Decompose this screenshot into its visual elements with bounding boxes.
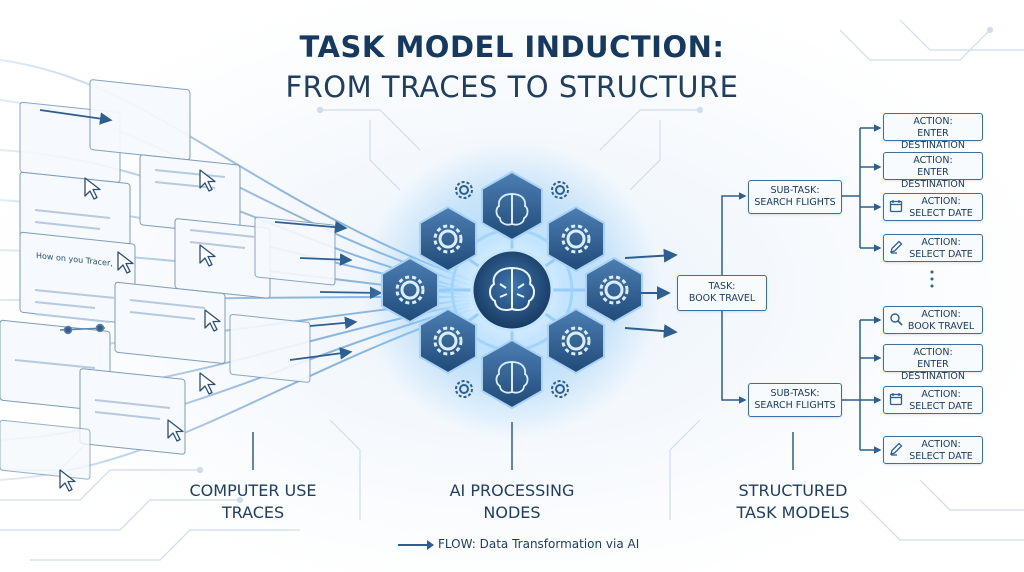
action-node-line2: SELECT DATE — [909, 401, 973, 412]
gear-icons — [395, 224, 629, 356]
action-node: ACTION: ENTER DESTINATION — [883, 113, 983, 151]
action-node-line1: ACTION: — [913, 155, 953, 166]
title-line-2: FROM TRACES TO STRUCTURE — [285, 70, 739, 104]
action-node: ACTION: ENTER DESTINATION — [883, 344, 983, 382]
action-node-line2: SELECT DATE — [909, 249, 973, 260]
screen-lines — [14, 169, 256, 420]
action-node-line1: ACTION: — [913, 347, 953, 358]
subtask-node-line1: SUB-TASK: — [770, 388, 820, 399]
action-node-line1: ACTION: — [921, 389, 961, 400]
brain-icons — [495, 193, 529, 394]
action-node-line2: SELECT DATE — [909, 208, 973, 219]
pencil-icon — [890, 240, 903, 254]
action-node-line1: ACTION: — [921, 439, 961, 450]
action-node-line2: ENTER DESTINATION — [900, 359, 965, 382]
calendar-icon — [889, 393, 903, 406]
subtask-node-line2: SEARCH FLIGHTS — [754, 197, 836, 208]
subtask-node: SUB-TASK: SEARCH FLIGHTS — [748, 383, 842, 417]
small-gear-icons — [455, 181, 569, 398]
caption-traces: COMPUTER USE TRACES — [173, 480, 333, 524]
flow-arrow-icon — [398, 539, 434, 550]
action-node-line1: ACTION: — [921, 196, 961, 207]
ellipsis-dots — [930, 270, 934, 288]
caption-nodes: AI PROCESSING NODES — [432, 480, 592, 524]
tree-connectors — [721, 124, 882, 454]
calendar-icon — [889, 200, 903, 213]
action-node-line2: BOOK TRAVEL — [907, 321, 975, 332]
action-node-line2: ENTER DESTINATION — [900, 167, 965, 190]
timeline — [59, 323, 106, 335]
flow-legend-text: FLOW: Data Transformation via AI — [438, 537, 640, 551]
caption-models-line2: TASK MODELS — [736, 503, 850, 522]
action-node: ACTION: BOOK TRAVEL — [883, 306, 983, 334]
caption-traces-line2: TRACES — [221, 503, 285, 522]
caption-nodes-line2: NODES — [483, 503, 541, 522]
subtask-node-line2: SEARCH FLIGHTS — [754, 400, 836, 411]
action-node: ACTION: SELECT DATE — [883, 386, 983, 414]
task-node-line1: TASK: — [708, 281, 736, 292]
action-node: ACTION: ENTER DESTINATION — [883, 152, 983, 190]
action-node-line1: ACTION: — [921, 309, 961, 320]
title-line-1: TASK MODEL INDUCTION: — [299, 30, 725, 64]
flow-legend: FLOW: Data Transformation via AI — [398, 537, 639, 551]
action-node-line2: SELECT DATE — [909, 451, 973, 462]
task-node: TASK: BOOK TRAVEL — [677, 275, 767, 311]
output-arrows — [624, 248, 678, 339]
pencil-icon — [890, 442, 903, 456]
action-node: ACTION: SELECT DATE — [883, 234, 983, 262]
caption-lines — [252, 422, 794, 470]
action-node-line1: ACTION: — [913, 116, 953, 127]
action-node-line2: ENTER DESTINATION — [900, 128, 965, 151]
action-node: ACTION: SELECT DATE — [883, 193, 983, 221]
action-node-line1: ACTION: — [921, 237, 961, 248]
task-node-line2: BOOK TRAVEL — [688, 293, 756, 304]
subtask-node: SUB-TASK: SEARCH FLIGHTS — [748, 180, 842, 214]
caption-traces-line1: COMPUTER USE — [189, 481, 317, 500]
cursor-icons — [59, 169, 221, 492]
trace-screens — [0, 79, 336, 480]
caption-models: STRUCTURED TASK MODELS — [713, 480, 873, 524]
action-node: ACTION: SELECT DATE — [883, 436, 983, 464]
circuit-traces — [0, 19, 1024, 561]
caption-models-line1: STRUCTURED — [738, 481, 848, 500]
subtask-node-line1: SUB-TASK: — [770, 185, 820, 196]
core-brain-icon — [489, 266, 535, 311]
caption-nodes-line1: AI PROCESSING — [449, 481, 575, 500]
search-icon — [890, 313, 903, 326]
